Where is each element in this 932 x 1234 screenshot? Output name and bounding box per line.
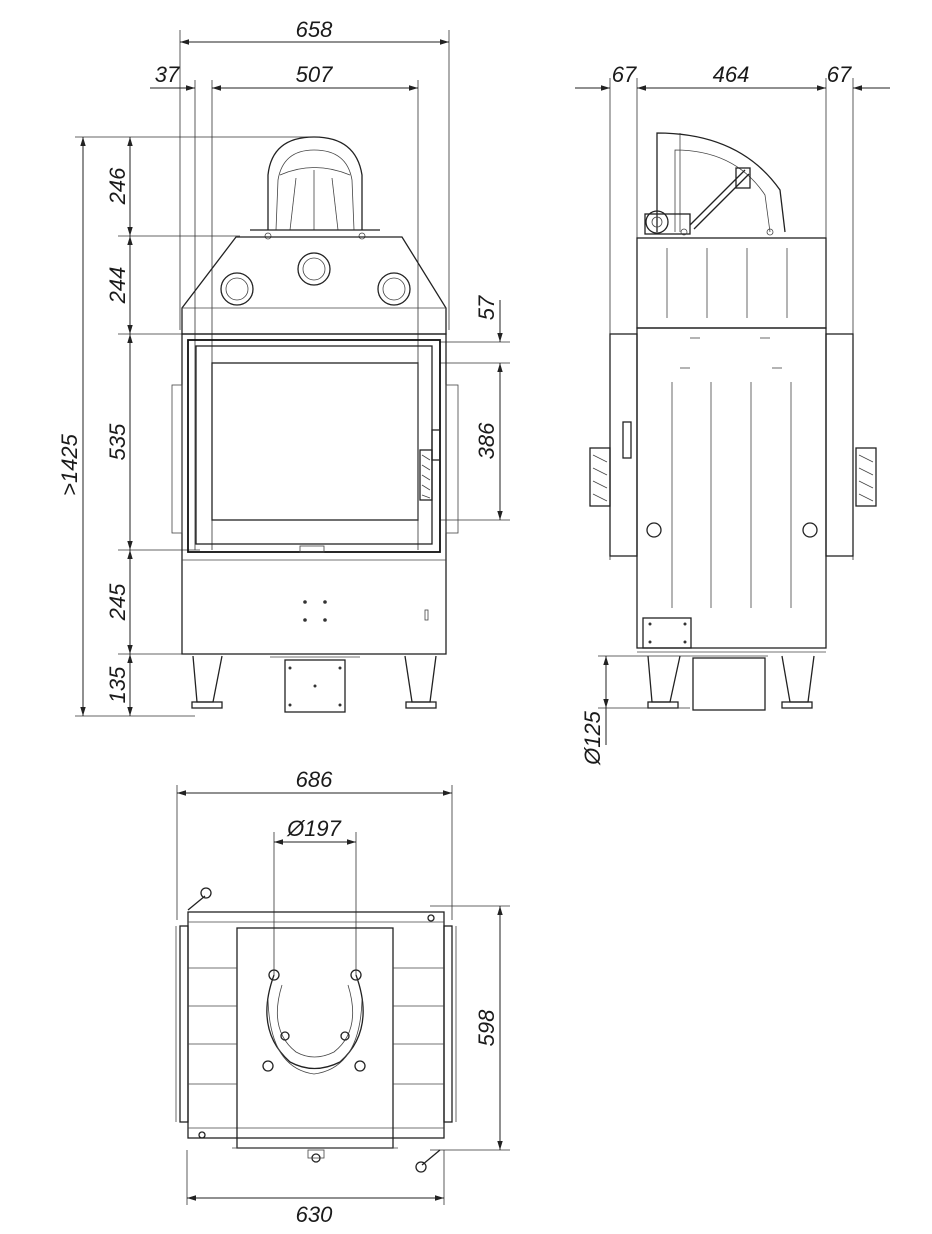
side-inlet-diameter-label: Ø125	[580, 710, 605, 766]
front-total-height-label: >1425	[57, 433, 82, 496]
front-flue-height-label: 246	[105, 167, 130, 205]
side-view: 67 464 67 Ø125	[575, 62, 890, 766]
front-glass-top-label: 57	[474, 295, 499, 320]
front-offset-label: 37	[155, 62, 180, 87]
side-left-label: 67	[612, 62, 637, 87]
top-view: 686 Ø197 598 630	[175, 767, 510, 1227]
side-right-label: 67	[827, 62, 852, 87]
front-view: 658 37 507 >1425 246 244 535 245 135 57 …	[57, 17, 510, 717]
front-base-height-label: 245	[105, 583, 130, 621]
top-flue-diameter-label: Ø197	[286, 816, 342, 841]
top-depth-label: 598	[474, 1009, 499, 1046]
front-width-label: 658	[296, 17, 333, 42]
front-leg-height-label: 135	[105, 666, 130, 703]
front-door-height-label: 535	[105, 423, 130, 460]
front-glass-height-label: 386	[474, 422, 499, 459]
top-width-label: 686	[296, 767, 333, 792]
top-base-width-label: 630	[296, 1202, 333, 1227]
front-inner-width-label: 507	[296, 62, 333, 87]
front-hood-height-label: 244	[105, 267, 130, 305]
side-depth-label: 464	[713, 62, 750, 87]
